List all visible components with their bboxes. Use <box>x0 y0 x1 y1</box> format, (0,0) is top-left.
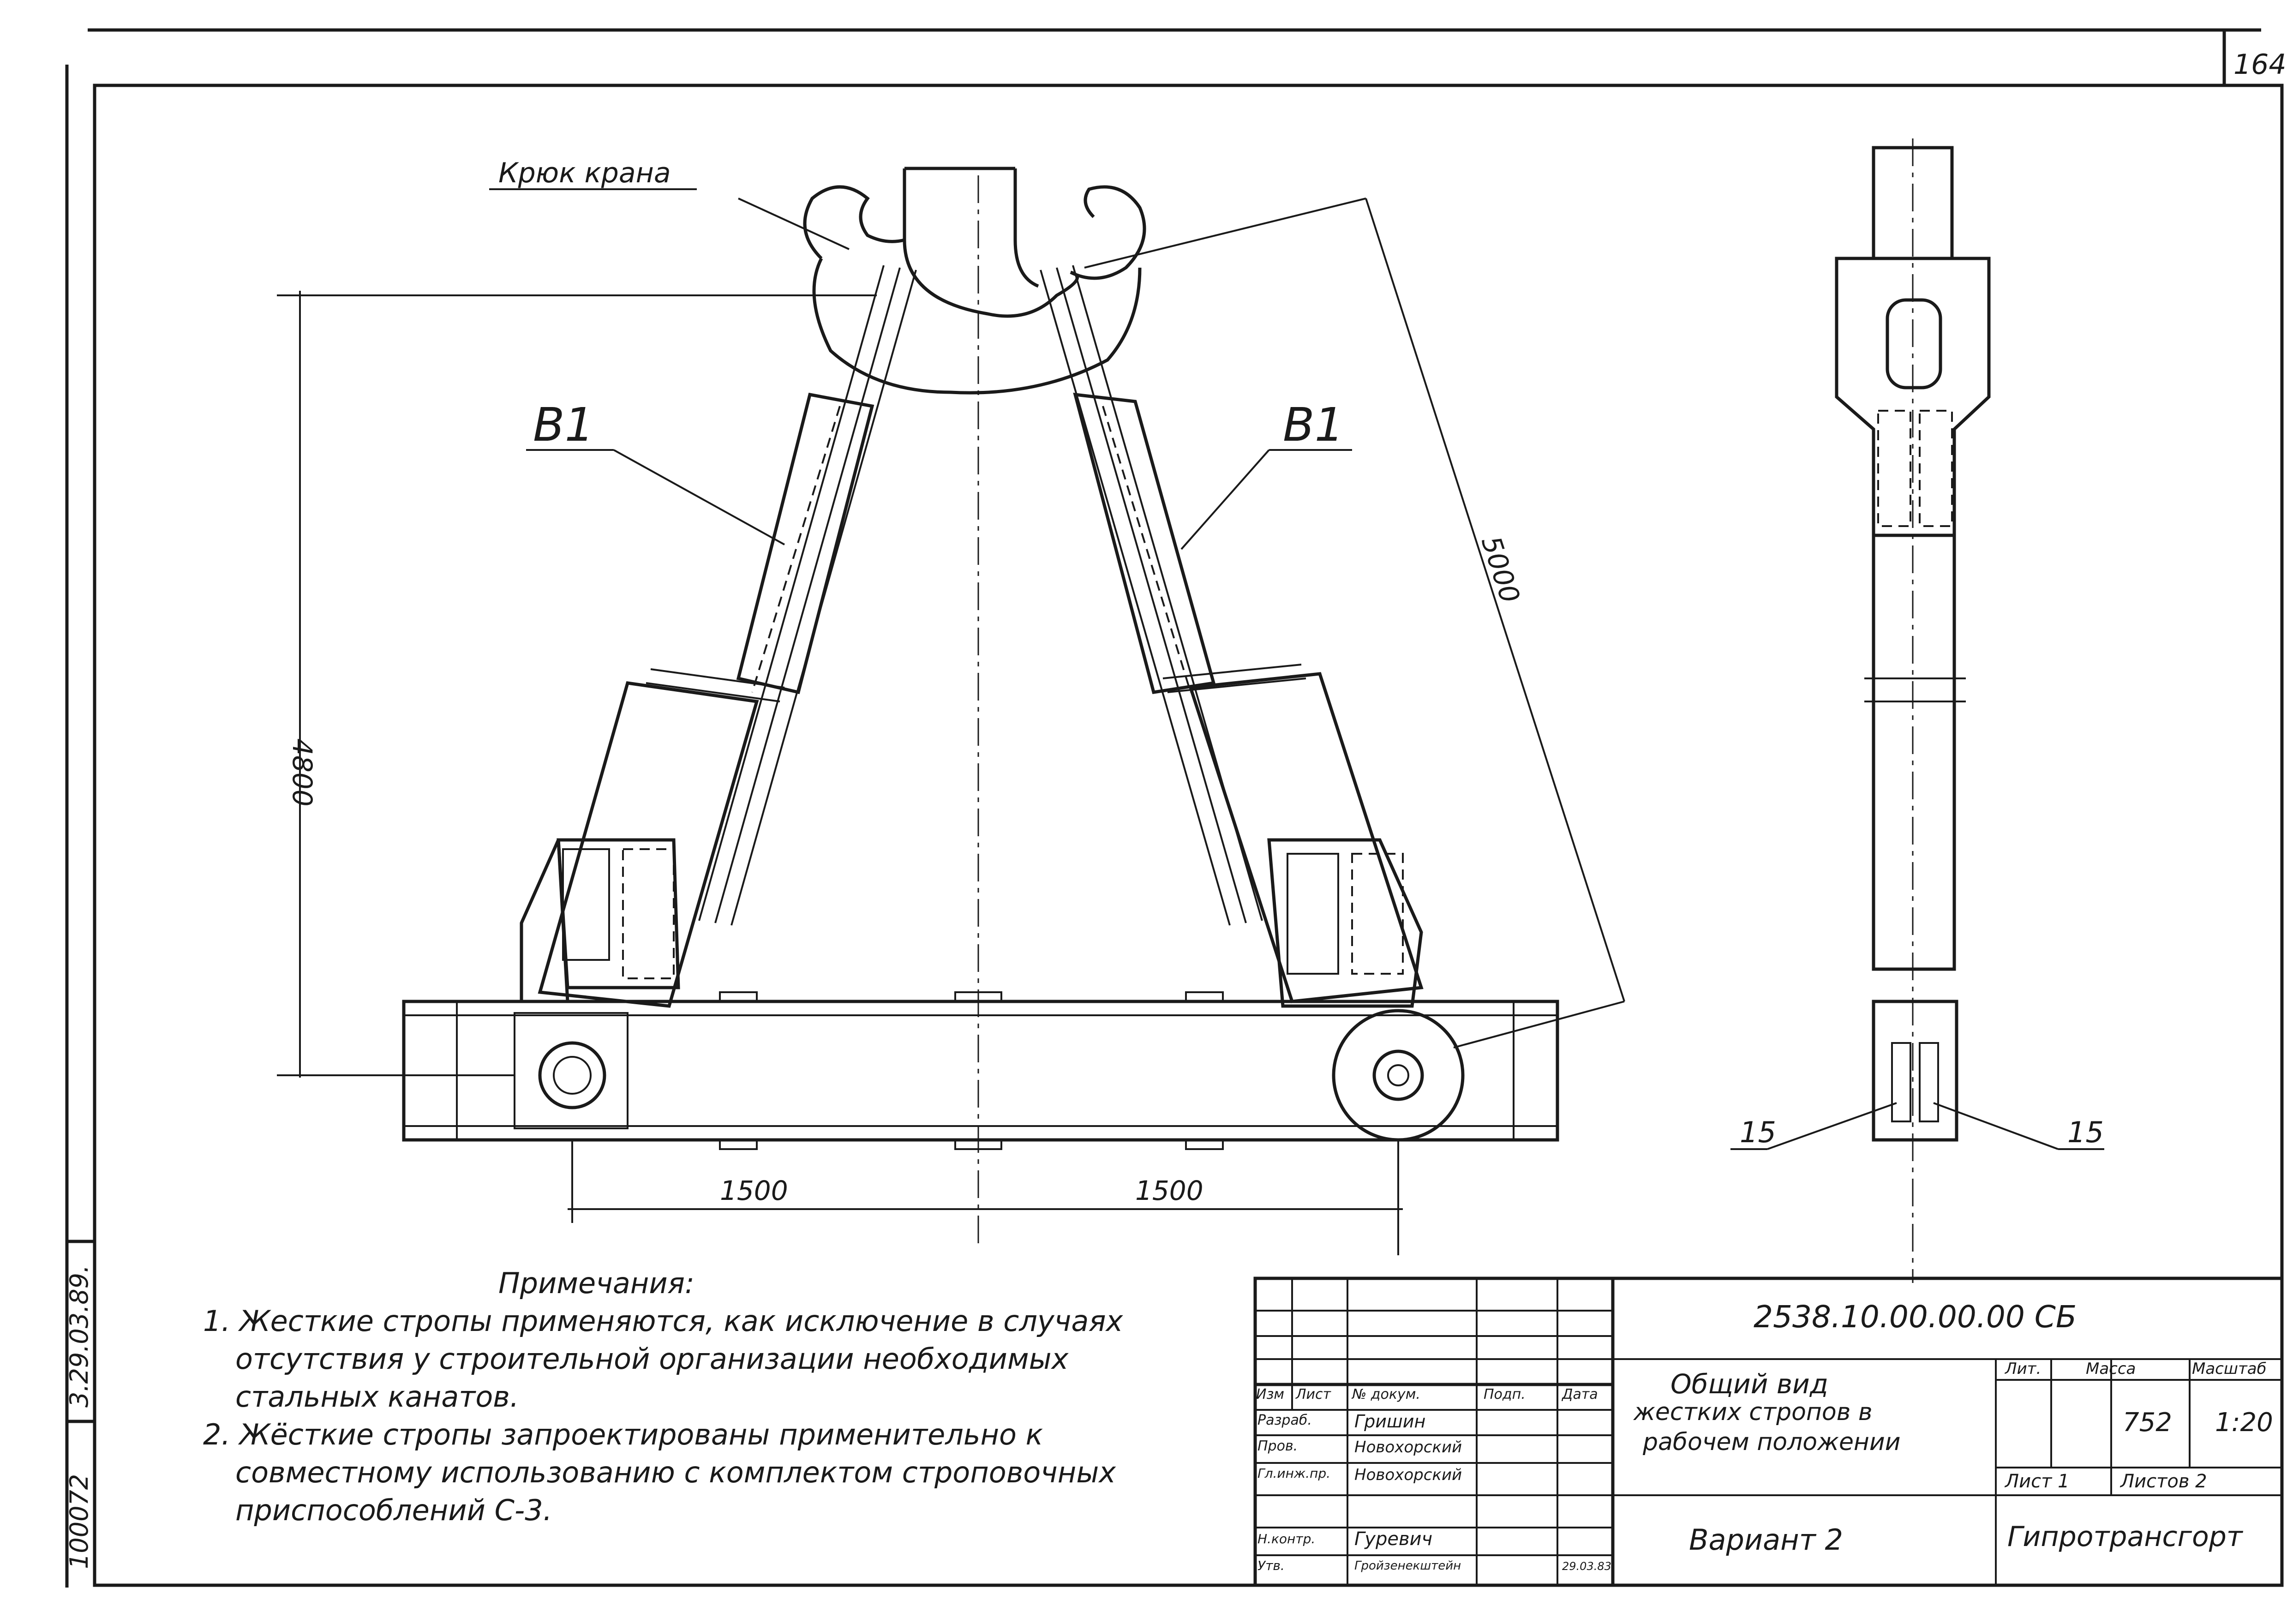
dim-height-value: 4800 <box>287 738 318 807</box>
dim-right-value: 1500 <box>1135 1175 1203 1206</box>
dim-length: 5000 <box>1084 198 1625 1049</box>
name-developer: Гришин <box>1354 1411 1426 1432</box>
name-chief-engineer: Новохорский <box>1354 1466 1462 1484</box>
page-number: 164 <box>2233 48 2287 81</box>
doc-name-line1: Общий вид <box>1670 1368 1828 1400</box>
date-approved: 29.03.83 <box>1562 1560 1611 1573</box>
note-item-2: 2. Жёсткие стропы запроектированы примен… <box>203 1418 1116 1527</box>
part-label-left: B1 <box>533 398 594 452</box>
side-stamp: 100072 3.29.03.89. <box>65 1240 95 1569</box>
note-item-1: 1. Жесткие стропы применяются, как исклю… <box>203 1304 1123 1414</box>
notes: Примечания: 1. Жесткие стропы применяютс… <box>203 1264 1218 1529</box>
role-norm-control: Н.контр. <box>1257 1531 1316 1546</box>
mass-value: 752 <box>2123 1408 2172 1438</box>
left-sling <box>520 265 917 1008</box>
notes-title: Примечания: <box>498 1266 694 1300</box>
dim-left-value: 1500 <box>720 1175 788 1206</box>
col-doc: № докум. <box>1352 1386 1420 1402</box>
drawing-frame <box>93 84 2284 1587</box>
pos-label-left: 15 <box>1740 1115 1776 1149</box>
role-checker: Пров. <box>1257 1438 1298 1454</box>
crane-hook <box>803 167 1146 395</box>
pos-label-right: 15 <box>2067 1115 2104 1149</box>
name-approved: Гройзенекштейн <box>1354 1559 1461 1573</box>
dim-length-value: 5000 <box>1475 532 1526 606</box>
organization: Гипротрансгорт <box>2007 1521 2243 1553</box>
part-label-right-leader <box>1180 449 1270 550</box>
col-sign: Подп. <box>1484 1386 1526 1402</box>
hdr-scale: Масштаб <box>2192 1360 2267 1378</box>
hook-label: Крюк крана <box>498 157 671 189</box>
col-izm: Изм <box>1256 1386 1285 1402</box>
part-label-right: B1 <box>1283 398 1344 452</box>
role-approved: Утв. <box>1257 1558 1285 1573</box>
col-date: Дата <box>1562 1386 1598 1402</box>
name-checker: Новохорский <box>1354 1438 1462 1456</box>
role-chief-engineer: Гл.инж.пр. <box>1257 1466 1331 1481</box>
traverse-beam <box>402 991 1559 1150</box>
variant: Вариант 2 <box>1689 1523 1843 1557</box>
name-norm-control: Гуревич <box>1354 1528 1433 1550</box>
col-list: Лист <box>1296 1386 1331 1402</box>
title-block-grid <box>1253 1276 2284 1587</box>
scale-value: 1:20 <box>2215 1408 2273 1438</box>
dim-bottom: 1500 1500 <box>568 1140 1403 1255</box>
doc-name-line3: рабочем положении <box>1643 1428 1901 1456</box>
main-view: Крюк крана <box>277 157 1625 1255</box>
part-label-left-leader <box>613 449 785 545</box>
role-developer: Разраб. <box>1257 1412 1312 1428</box>
hdr-lit: Лит. <box>2005 1360 2042 1378</box>
hdr-mass: Масса <box>2086 1360 2136 1378</box>
side-view: 15 15 <box>1730 138 2104 1283</box>
sheet-number: Лист 1 <box>2005 1471 2070 1492</box>
side-stamp-number: 100072 <box>65 1474 94 1569</box>
doc-name-line2: жестких стропов в <box>1634 1398 1873 1426</box>
side-stamp-date: 3.29.03.89. <box>65 1265 94 1408</box>
right-sling <box>1040 265 1424 1008</box>
sheets-total: Листов 2 <box>2120 1471 2207 1492</box>
document-code: 2538.10.00.00.00 СБ <box>1754 1299 2077 1335</box>
dim-height: 4800 <box>277 291 877 1078</box>
hook-leader <box>738 198 850 250</box>
